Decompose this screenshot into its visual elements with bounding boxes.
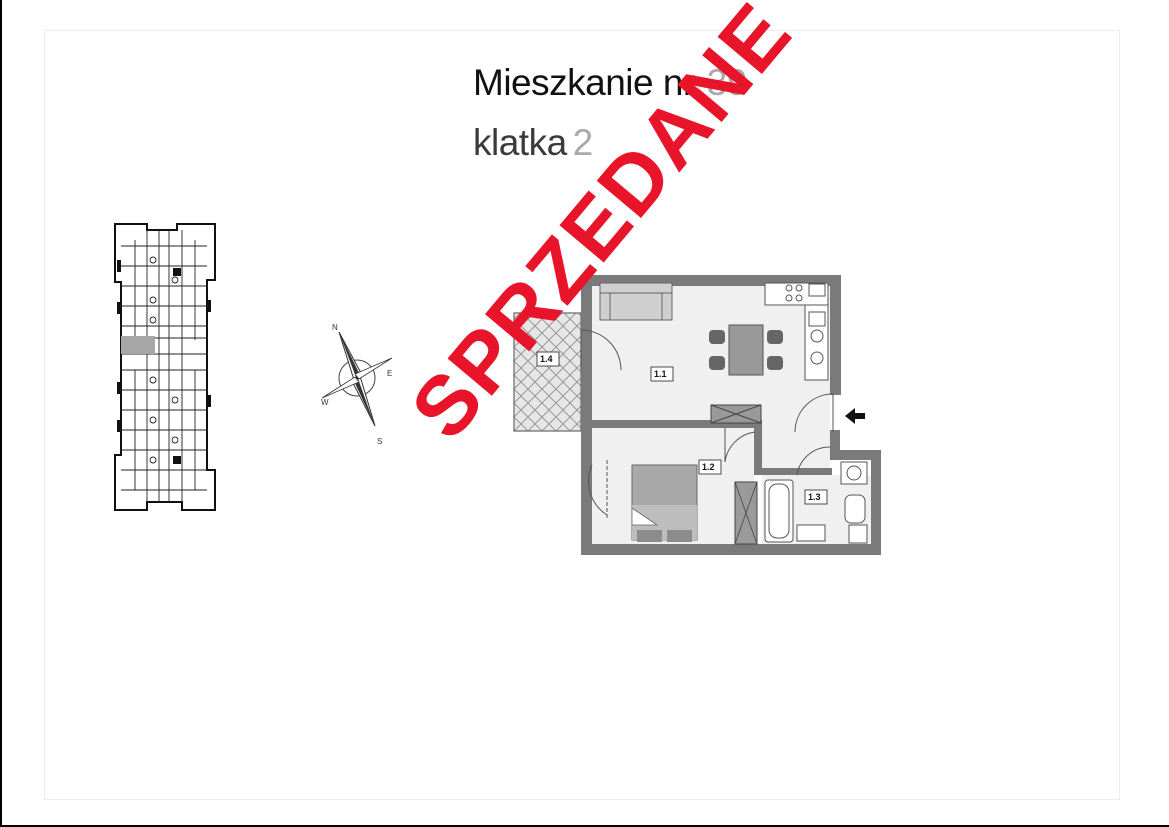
building-key-plan (114, 223, 216, 511)
inner-frame (44, 30, 1120, 800)
compass-n: N (332, 323, 338, 332)
room-label-1-2: 1.2 (698, 459, 722, 475)
sofa (599, 282, 673, 321)
room-label-1-3: 1.3 (804, 489, 828, 505)
svg-text:1.1: 1.1 (654, 369, 667, 379)
kitchen-counter (764, 282, 829, 381)
room-label-1-1: 1.1 (650, 366, 674, 382)
page-title: Mieszkanie nr 39 (473, 62, 747, 104)
bathroom-fixtures (764, 461, 868, 544)
wardrobe (734, 481, 758, 545)
stair-number: 2 (572, 122, 594, 163)
highlighted-unit (121, 336, 155, 354)
stair-label: klatka (473, 122, 567, 163)
svg-text:1.2: 1.2 (702, 462, 715, 472)
title-label: Mieszkanie nr (473, 62, 695, 103)
apartment-number: 39 (706, 62, 748, 103)
balcony (513, 312, 582, 432)
room-label-1-4: 1.4 (536, 351, 560, 367)
apartment-floor-plan: 1.4 1.1 1.2 1.3 (513, 275, 881, 555)
compass-e: E (387, 369, 392, 378)
entrance-arrow-icon (845, 408, 865, 424)
svg-text:1.3: 1.3 (808, 492, 821, 502)
svg-text:1.4: 1.4 (540, 354, 553, 364)
dining-table (709, 324, 783, 376)
compass-w: W (321, 398, 329, 407)
bed (631, 464, 698, 542)
tv-cabinet (710, 404, 762, 424)
compass-s: S (377, 437, 382, 446)
compass-icon: N S E W (321, 323, 392, 446)
